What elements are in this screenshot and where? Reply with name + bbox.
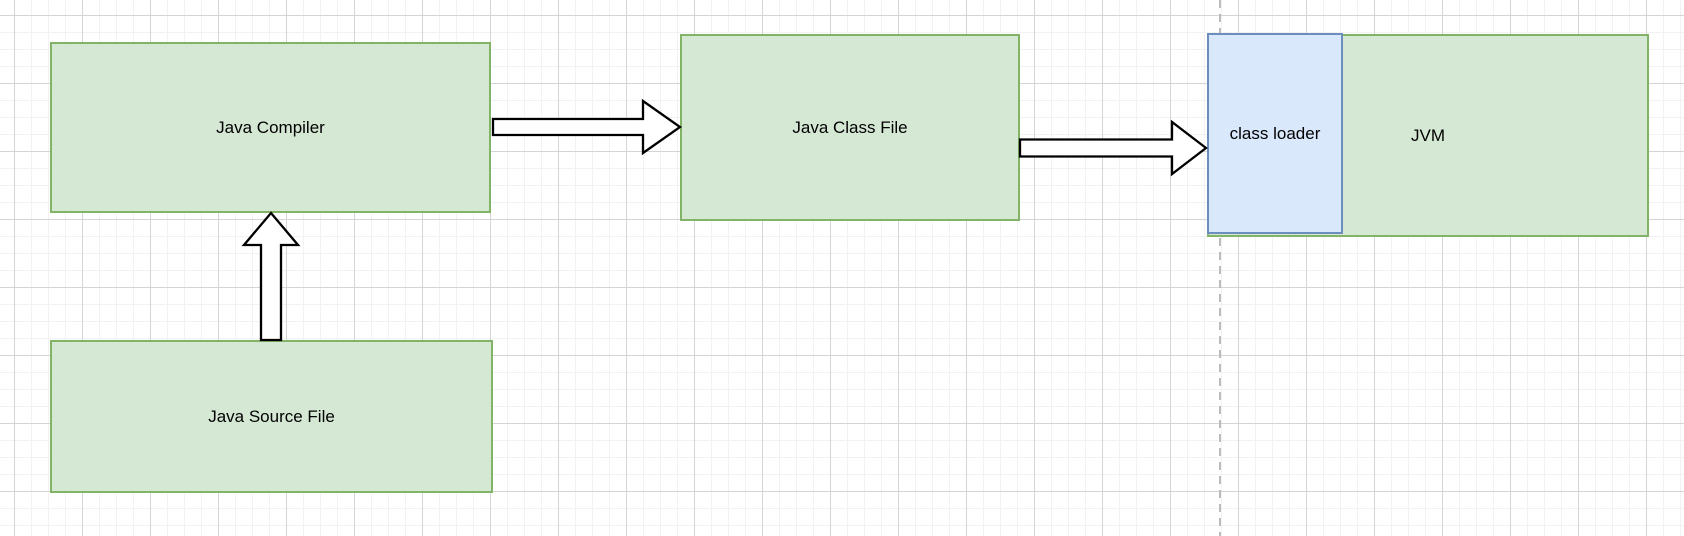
node-java-class-file-label: Java Class File — [792, 117, 908, 137]
node-java-source-file[interactable]: Java Source File — [50, 340, 493, 493]
node-class-loader-label: class loader — [1229, 123, 1321, 143]
node-java-class-file[interactable]: Java Class File — [680, 34, 1020, 221]
node-java-source-file-label: Java Source File — [208, 406, 335, 426]
arrow-classfile-to-classloader[interactable] — [1018, 118, 1210, 178]
node-jvm-label: JVM — [1411, 125, 1445, 145]
node-class-loader[interactable]: class loader — [1207, 33, 1343, 234]
arrow-source-to-compiler[interactable] — [240, 209, 302, 343]
node-java-compiler-label: Java Compiler — [216, 117, 325, 137]
arrow-compiler-to-classfile[interactable] — [489, 97, 685, 157]
node-java-compiler[interactable]: Java Compiler — [50, 42, 491, 213]
